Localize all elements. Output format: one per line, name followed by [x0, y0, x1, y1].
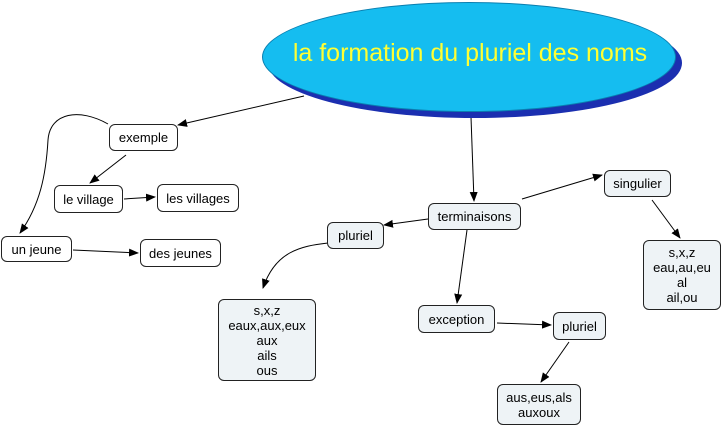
- edge-pluriel-auxoux: [540, 341, 570, 383]
- ending-line: s,x,z: [668, 245, 696, 260]
- node-terminaisons: terminaisons: [428, 203, 521, 230]
- ending-line: ail,ou: [666, 290, 698, 305]
- node-exception-endings: aus,eus,als auxoux: [497, 384, 581, 425]
- edge-singulier-endings: [651, 199, 681, 239]
- edge-terminaisons-exception: [454, 229, 468, 304]
- node-les-villages: les villages: [157, 184, 239, 212]
- node-un-jeune: un jeune: [1, 236, 72, 262]
- edge-terminaisons-singulier: [521, 173, 603, 200]
- edge-pluriel-endings: [262, 242, 329, 289]
- title-ellipse: la formation du pluriel des noms: [262, 2, 676, 112]
- edge-title-exemple: [177, 95, 305, 127]
- node-des-jeunes: des jeunes: [140, 239, 221, 267]
- ending-line: al: [676, 275, 688, 290]
- edge-exception-pluriel: [496, 320, 552, 329]
- edge-title-terminaisons: [469, 116, 478, 202]
- node-singulier: singulier: [604, 170, 671, 197]
- node-pluriel-right: pluriel: [553, 312, 606, 340]
- edge-village-villages: [123, 193, 156, 202]
- title-node: la formation du pluriel des noms: [262, 2, 682, 120]
- edge-unjeune-desjeunes: [72, 248, 139, 257]
- ending-line: eaux,aux,eux: [228, 317, 306, 333]
- edge-terminaisons-pluriel: [383, 218, 429, 228]
- node-exception: exception: [418, 305, 495, 333]
- edge-exemple-village: [89, 154, 127, 184]
- ending-line: aux: [256, 332, 278, 348]
- node-le-village: le village: [54, 185, 123, 213]
- node-pluriel-endings: s,x,z eaux,aux,eux aux ails ous: [218, 299, 316, 381]
- ending-line: eau,au,eu: [653, 260, 711, 275]
- title-text: la formation du pluriel des noms: [292, 39, 648, 67]
- node-singulier-endings: s,x,z eau,au,eu al ail,ou: [643, 240, 721, 310]
- ending-line: s,x,z: [253, 302, 281, 318]
- node-exemple: exemple: [109, 124, 178, 151]
- edge-exemple-unjeune: [19, 114, 109, 234]
- node-pluriel-left: pluriel: [327, 222, 384, 249]
- ending-line: auxoux: [518, 404, 560, 420]
- ending-line: ous: [256, 362, 278, 378]
- ending-line: ails: [257, 347, 277, 363]
- ending-line: aus,eus,als: [506, 389, 572, 405]
